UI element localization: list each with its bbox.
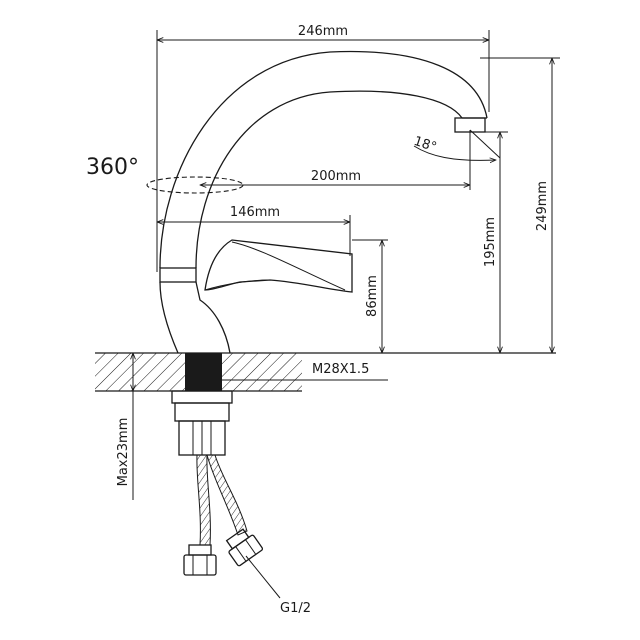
label-spout-reach: 200mm [311,169,361,184]
label-connection: G1/2 [280,601,311,616]
dim-max-thickness [125,353,140,500]
lever-handle [204,239,353,293]
spout [159,50,488,283]
label-overall-height: 249mm [535,181,550,231]
dim-overall-height [480,58,560,353]
label-spout-angle: 18° [412,134,439,155]
dim-spout-angle [413,129,501,170]
label-spout-height: 195mm [483,217,498,267]
countertop [95,352,556,392]
mounting-nut [171,390,233,456]
spout-collar [159,267,197,283]
dim-spout-height [480,132,508,353]
dim-overall-width [157,30,489,272]
label-overall-width: 246mm [298,24,348,39]
label-handle-height: 86mm [365,275,380,317]
label-handle-reach: 146mm [230,205,280,220]
flex-hose-left [183,454,217,576]
dim-handle-reach [157,215,350,256]
faucet-body [159,281,231,354]
label-thread: M28X1.5 [312,362,369,377]
dim-handle-height [352,240,388,353]
label-rotation: 360° [86,155,139,180]
label-max-thickness: Max23mm [116,418,131,487]
threaded-shank [185,353,222,391]
flex-hose-right [206,454,264,567]
connection-leader [245,555,281,599]
